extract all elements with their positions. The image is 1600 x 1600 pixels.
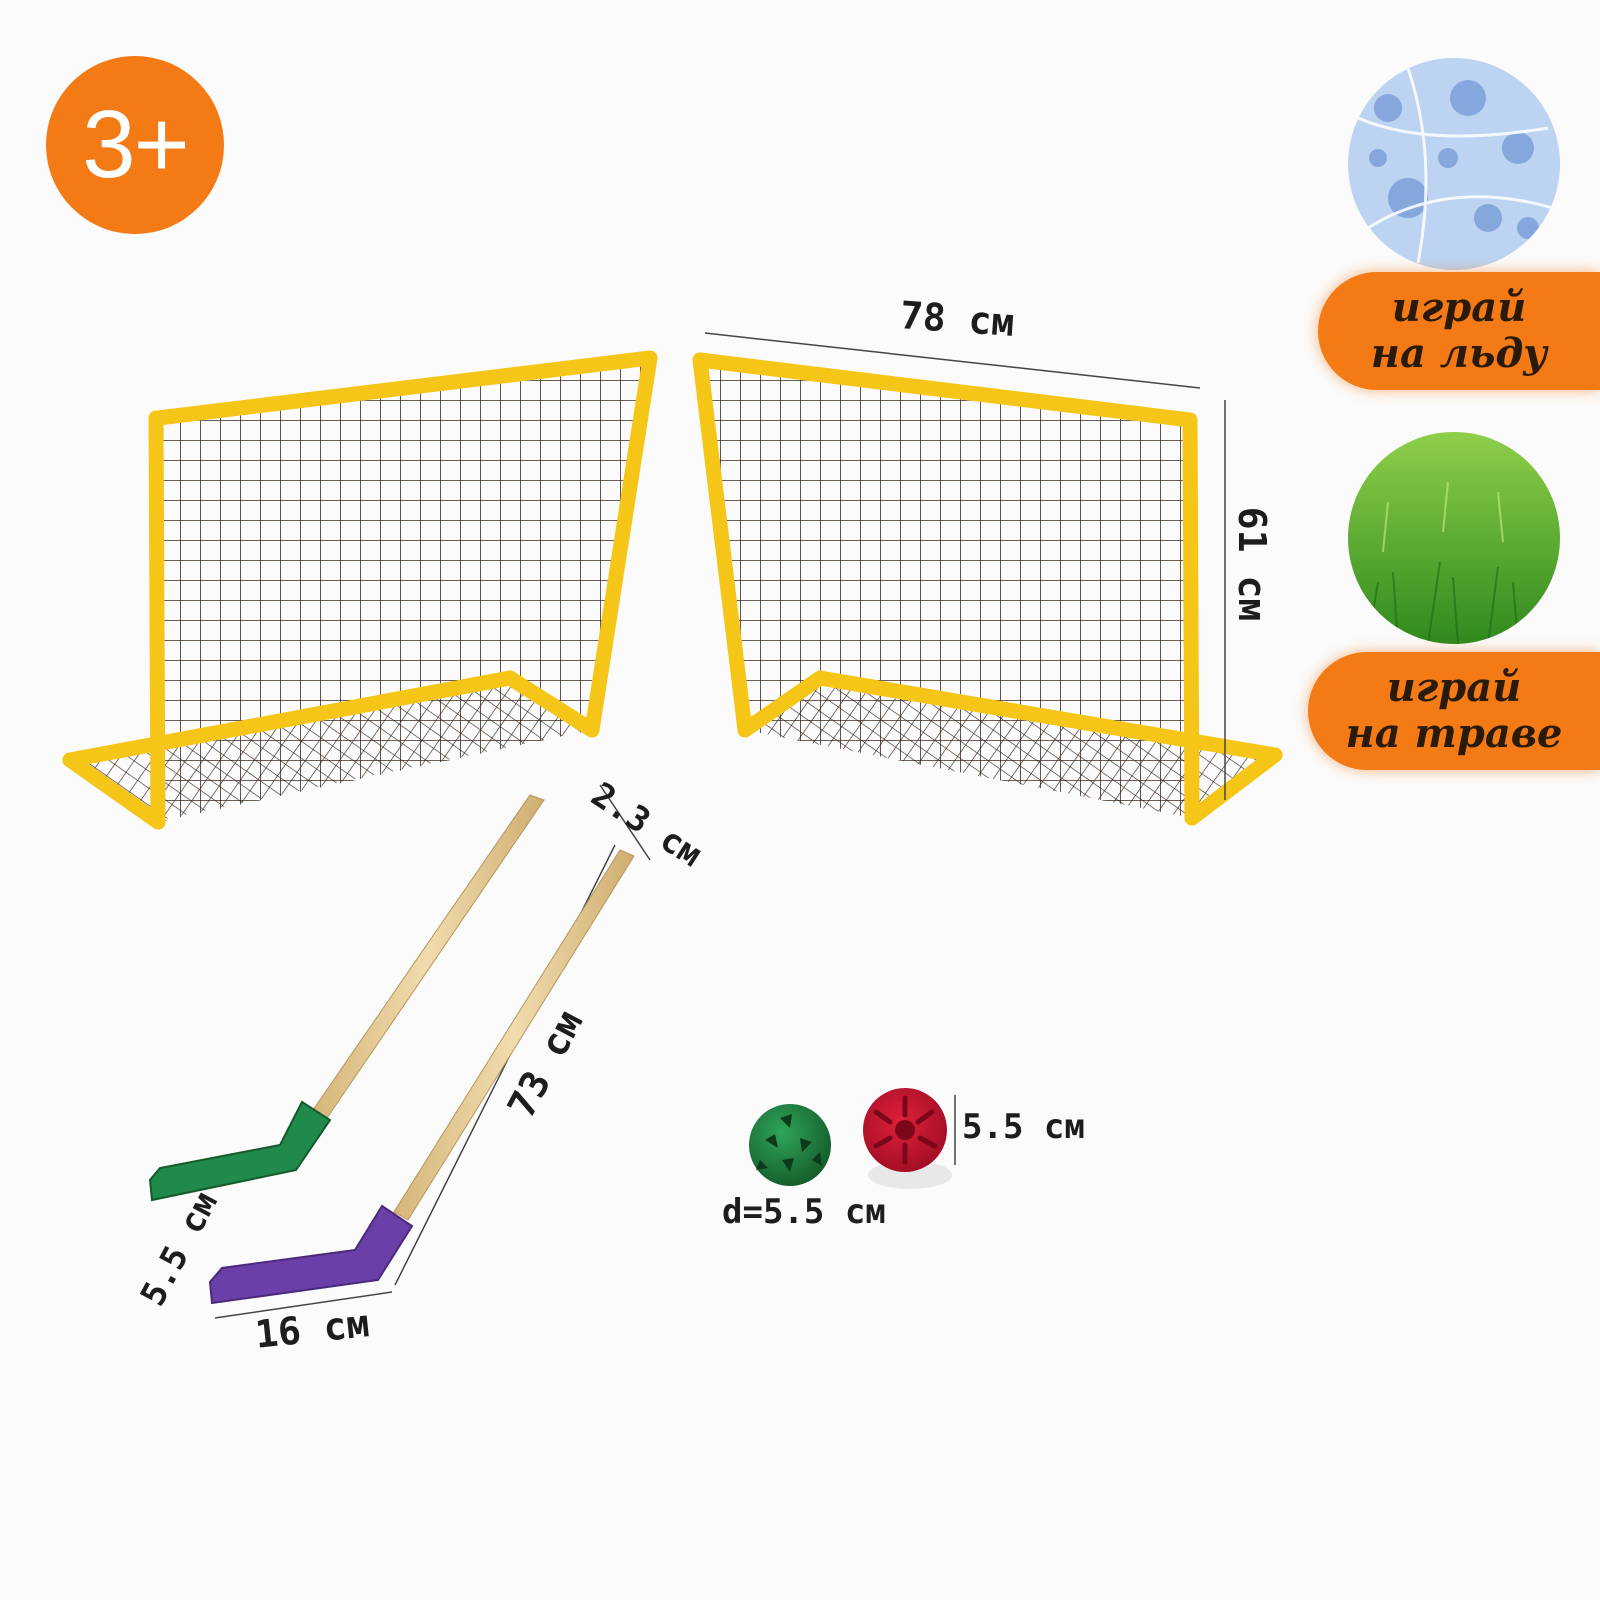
age-badge: 3+ [46, 56, 224, 234]
play-on-grass-badge: играй на траве [1308, 652, 1600, 770]
left-goal [62, 350, 658, 830]
right-goal-net [700, 360, 1192, 818]
puck-size-label: 5.5 см [962, 1107, 1085, 1147]
left-goal-net [156, 358, 650, 822]
play-on-ice-badge: играй на льду [1318, 272, 1600, 390]
left-goal-frame [62, 350, 658, 830]
grass-label-line2: на траве [1345, 710, 1563, 757]
wiffle-ball [749, 1104, 831, 1186]
goal-height-label: 61 см [1230, 506, 1275, 622]
goal-width-label: 78 см [898, 293, 1016, 345]
purple-hockey-stick [208, 849, 635, 1305]
ice-label-line1: играй [1391, 284, 1527, 331]
grass-label-line1: играй [1386, 664, 1522, 711]
green-hockey-stick [148, 794, 545, 1202]
right-goal-frame [692, 352, 1283, 826]
grass-texture-icon [1348, 432, 1560, 644]
right-goal [692, 352, 1283, 826]
ice-texture-icon [1348, 58, 1560, 270]
blade-length-label: 16 см [253, 1301, 372, 1357]
puck [863, 1088, 952, 1189]
ice-label-line2: на льду [1370, 330, 1548, 377]
ball-diameter-label: d=5.5 см [722, 1192, 886, 1232]
age-badge-label: 3+ [82, 91, 189, 198]
